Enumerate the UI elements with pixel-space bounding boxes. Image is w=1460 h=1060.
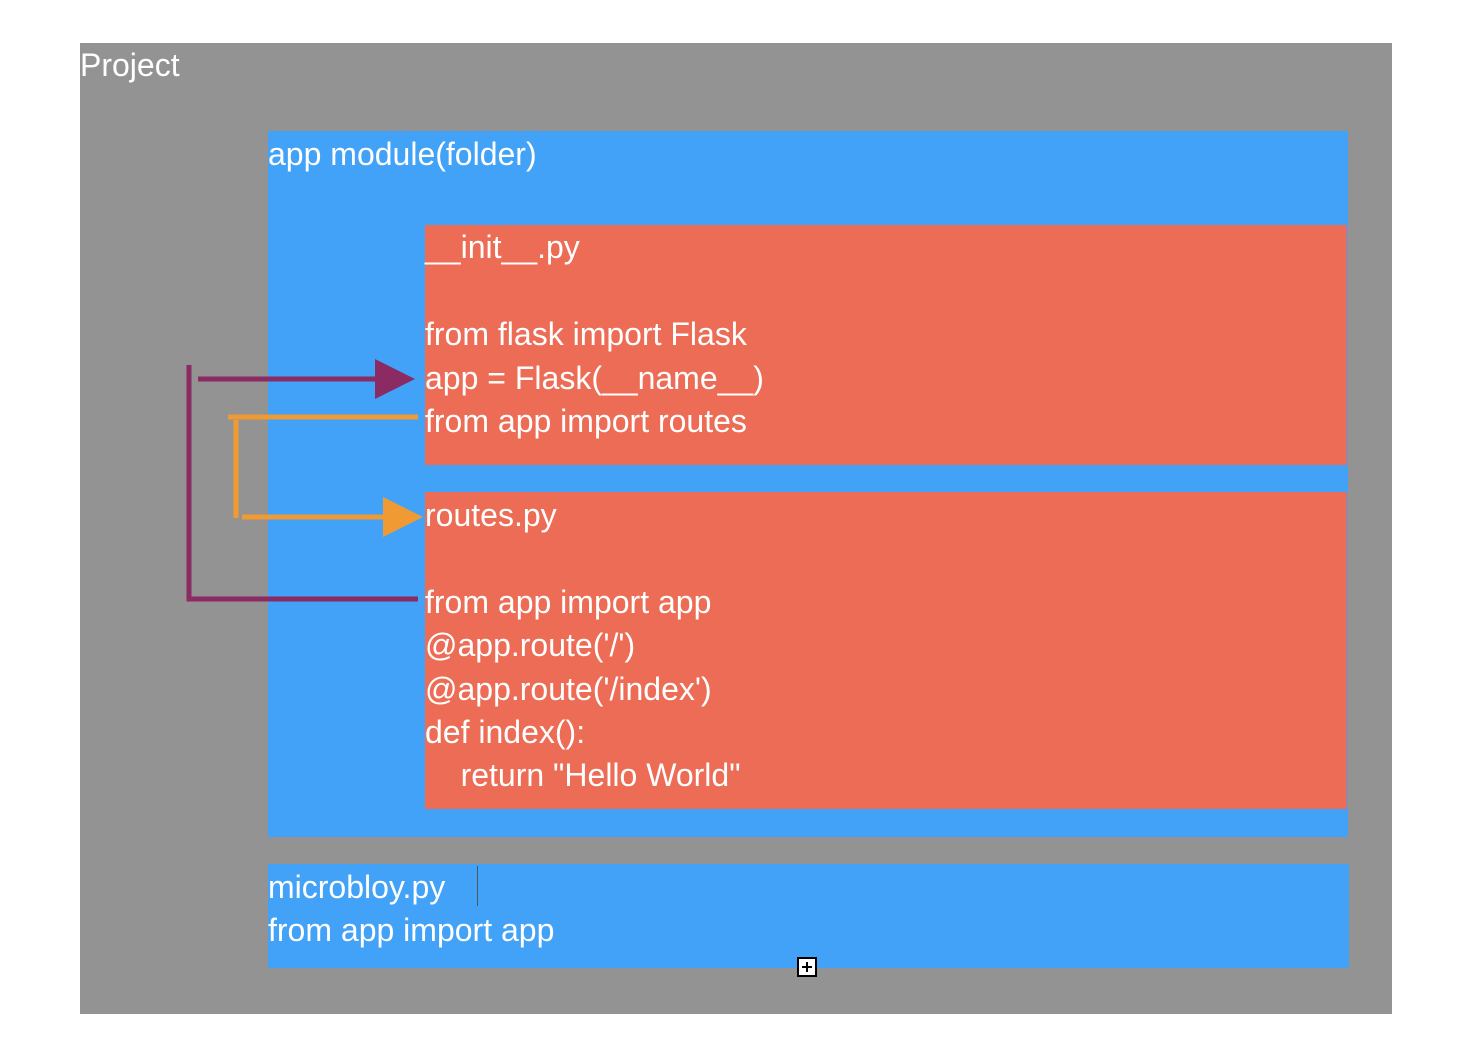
routes-file-box: [425, 492, 1347, 809]
routes-line-3: @app.route('/index'): [425, 671, 712, 707]
routes-filename: routes.py: [425, 497, 557, 533]
routes-line-2: @app.route('/'): [425, 627, 636, 663]
routes-line-5: return "Hello World": [425, 757, 741, 793]
app-import-arrow: [186, 359, 418, 602]
app-module-label: app module(folder): [268, 136, 537, 172]
init-line-2: app = Flask(__name__): [425, 360, 764, 396]
app-import-connector: [186, 365, 418, 602]
routes-import-arrow: [228, 414, 423, 537]
main-file-box: [268, 864, 1349, 968]
project-label: Project: [80, 47, 180, 83]
routes-line-4: def index():: [425, 714, 586, 750]
main-filename: microbloy.py: [268, 869, 446, 905]
init-file-box: [425, 225, 1347, 465]
add-handle-icon[interactable]: [797, 957, 817, 977]
init-line-3: from app import routes: [425, 403, 747, 439]
main-line-1: from app import app: [268, 912, 555, 948]
text-cursor: [477, 866, 478, 906]
init-filename: __init__.py: [425, 229, 580, 265]
init-line-1: from flask import Flask: [425, 316, 747, 352]
routes-line-1: from app import app: [425, 584, 712, 620]
